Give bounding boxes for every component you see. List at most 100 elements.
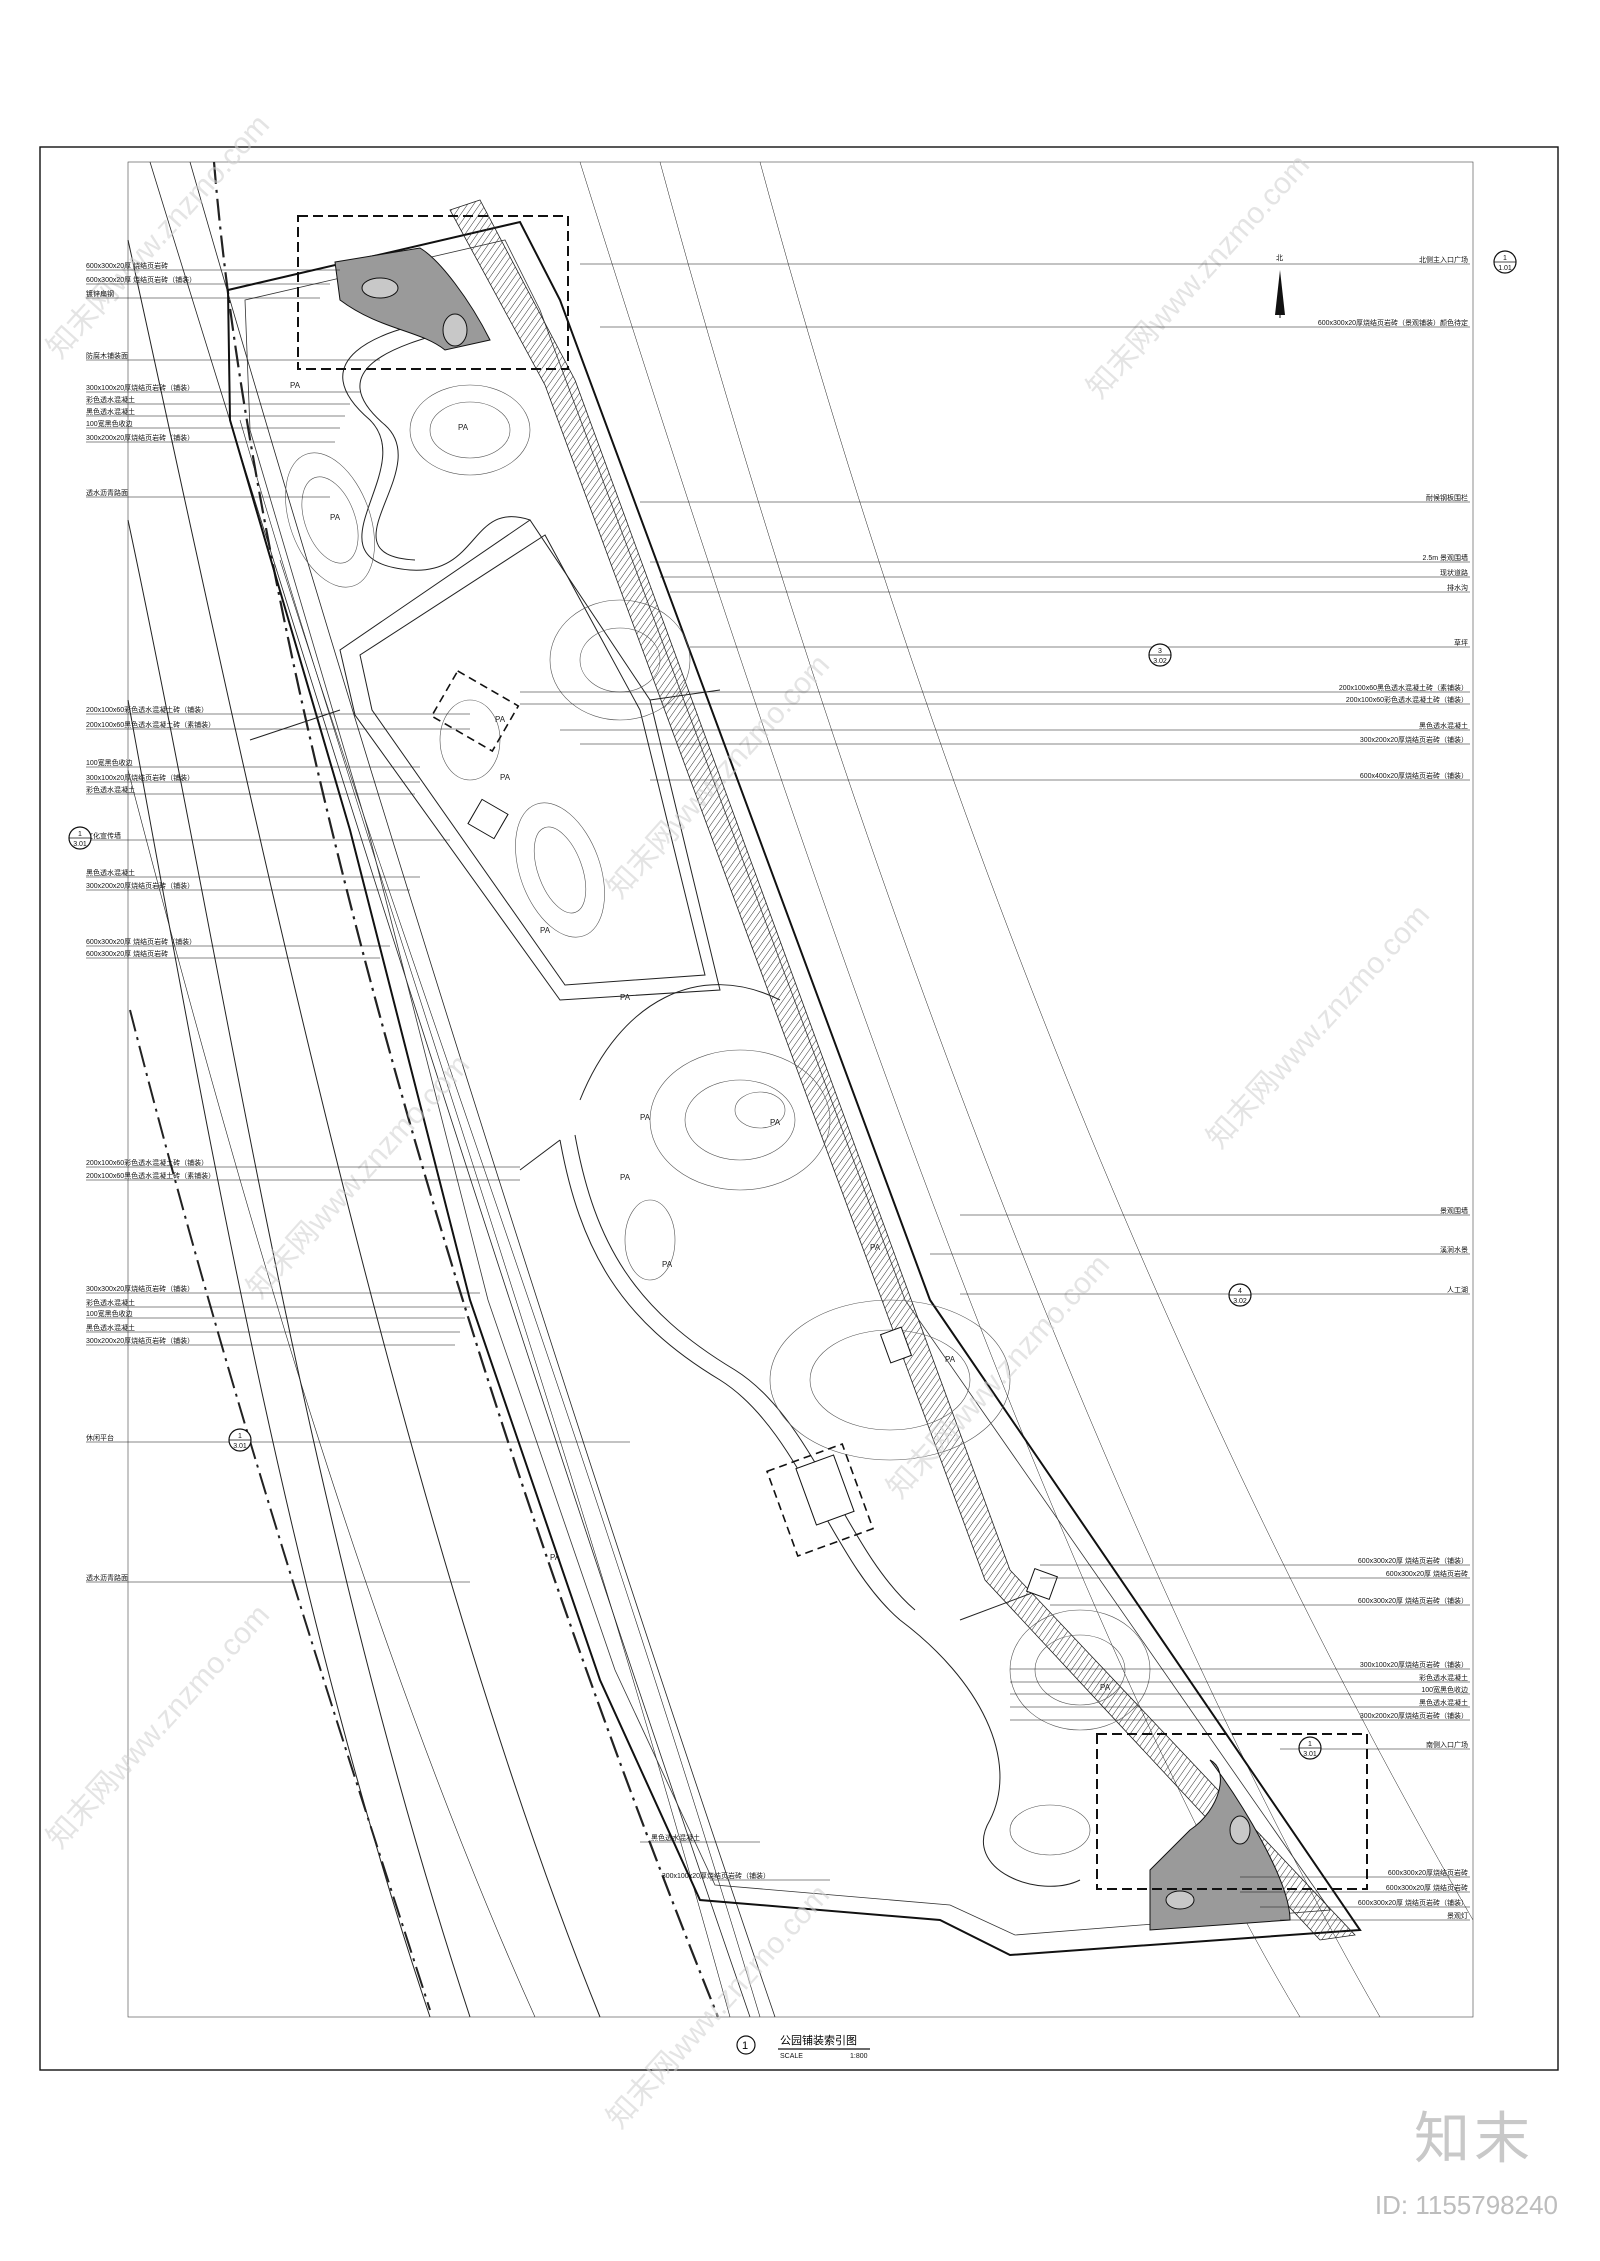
left-label: 600x300x20厚 烧结页岩砖（铺装） (86, 275, 196, 284)
right-label: 200x100x60黑色透水混凝土砖（素铺装） (1339, 683, 1468, 692)
left-label: 休闲平台 (86, 1433, 114, 1442)
left-label: 200x100x60黑色透水混凝土砖（素铺装） (86, 720, 215, 729)
left-label: 镀锌扁钢 (86, 289, 114, 298)
right-label: 600x400x20厚烧结页岩砖（铺装） (1360, 771, 1468, 780)
index-bubble-top: 1 (238, 1433, 242, 1440)
left-label: 彩色透水混凝土 (86, 1298, 135, 1307)
left-leader-group: 600x300x20厚 烧结页岩砖 600x300x20厚 烧结页岩砖（铺装） 镀锌… (86, 261, 630, 1583)
inner-border (127, 161, 1474, 2018)
left-label: 300x100x20厚烧结页岩砖（铺装） (86, 773, 194, 782)
brand-id: ID: 1155798240 (1374, 2190, 1558, 2220)
lawn-contours (285, 384, 1151, 1856)
left-label: 100宽黑色收边 (86, 1309, 133, 1318)
left-label: 200x100x60黑色透水混凝土砖（素铺装） (86, 1171, 215, 1180)
index-bubble-bottom: 3.01 (233, 1443, 247, 1450)
south-entrance-plaza (1096, 1733, 1368, 1931)
plant-area-label: PA (540, 926, 551, 935)
right-label: 溪涧水景 (1440, 1245, 1468, 1254)
right-label: 耐候钢板围栏 (1426, 493, 1468, 502)
right-label: 2.5m 景观围墙 (1422, 553, 1468, 562)
right-label: 600x300x20厚烧结页岩砖（景观铺装）颜色待定 (1318, 318, 1468, 327)
left-label: 600x300x20厚 烧结页岩砖 (86, 261, 168, 270)
plant-area-label: PA (770, 1118, 781, 1127)
right-label: 草坪 (1454, 638, 1468, 647)
plant-area-label: PA (550, 1553, 561, 1562)
right-label: 人工湖 (1447, 1285, 1468, 1294)
bottom-label: 300x100x20厚烧结页岩砖（铺装） (662, 1871, 770, 1880)
right-label: 600x300x20厚 烧结页岩砖（铺装） (1358, 1898, 1468, 1907)
index-bubble: 11.01 (1493, 250, 1517, 274)
left-label: 200x100x60彩色透水混凝土砖（铺装） (86, 1158, 208, 1167)
brand-logo-text: 知末 (1414, 2107, 1534, 2172)
plant-area-label: PA (330, 513, 341, 522)
right-label: 黑色透水混凝土 (1419, 721, 1468, 730)
left-label: 防腐木铺装面 (86, 351, 128, 360)
index-bubble-bottom: 3.01 (73, 841, 87, 848)
plant-area-label: PA (1100, 1683, 1111, 1692)
right-label: 排水沟 (1447, 583, 1468, 592)
left-label: 文化宣传墙 (86, 831, 121, 840)
right-label: 景观灯 (1447, 1911, 1468, 1920)
index-bubble-top: 3 (1158, 648, 1162, 655)
north-arrow: 北 (1275, 254, 1285, 318)
index-bubble-bottom: 1.01 (1498, 265, 1512, 272)
north-arrow-label: 北 (1276, 254, 1283, 262)
plant-area-label: PA (640, 1113, 651, 1122)
plant-area-label: PA (290, 381, 301, 390)
left-label: 彩色透水混凝土 (86, 785, 135, 794)
left-label: 100宽黑色收边 (86, 758, 133, 767)
index-bubble-bottom: 3.02 (1153, 658, 1167, 665)
plant-area-label: PA (500, 773, 511, 782)
left-label: 300x100x20厚烧结页岩砖（铺装） (86, 383, 194, 392)
left-label: 600x300x20厚 烧结页岩砖 (86, 949, 168, 958)
bottom-leader-group: 黑色透水混凝土 300x100x20厚烧结页岩砖（铺装） (640, 1833, 830, 1881)
north-entrance-plaza (297, 215, 569, 370)
right-label: 北侧主入口广场 (1419, 255, 1468, 264)
right-label: 600x300x20厚 烧结页岩砖（铺装） (1358, 1556, 1468, 1565)
left-label: 300x200x20厚烧结页岩砖（铺装） (86, 1336, 194, 1345)
index-bubble: 33.02 (1148, 643, 1172, 667)
left-label: 黑色透水混凝土 (86, 868, 135, 877)
right-label: 100宽黑色收边 (1421, 1685, 1468, 1694)
plant-area-label: PA (870, 1243, 881, 1252)
plant-area-label: PA (945, 1355, 956, 1364)
left-label: 300x200x20厚烧结页岩砖（铺装） (86, 881, 194, 890)
index-bubble-top: 4 (1238, 1288, 1242, 1295)
right-label: 200x100x60彩色透水混凝土砖（铺装） (1346, 695, 1468, 704)
left-label: 200x100x60彩色透水混凝土砖（铺装） (86, 705, 208, 714)
scale-label: SCALE (780, 2053, 803, 2060)
park-boundary-inner (244, 239, 1331, 1936)
right-label: 600x300x20厚 烧结页岩砖（铺装） (1358, 1596, 1468, 1605)
right-label: 彩色透水混凝土 (1419, 1673, 1468, 1682)
plant-area-label: PA (620, 993, 631, 1002)
left-label: 透水沥青路面 (86, 488, 128, 497)
index-bubble-bottom: 3.02 (1233, 1298, 1247, 1305)
left-label: 300x300x20厚烧结页岩砖（铺装） (86, 1284, 194, 1293)
plant-area-label: PA (458, 423, 469, 432)
left-label: 300x200x20厚烧结页岩砖（铺装） (86, 433, 194, 442)
right-label: 300x100x20厚烧结页岩砖（铺装） (1360, 1660, 1468, 1669)
index-bubble-top: 1 (1308, 1741, 1312, 1748)
bottom-label: 黑色透水混凝土 (651, 1833, 700, 1842)
right-label: 300x200x20厚烧结页岩砖（铺装） (1360, 735, 1468, 744)
left-label: 黑色透水混凝土 (86, 407, 135, 416)
index-bubble-top: 1 (1503, 255, 1507, 262)
boundary-hatch-strip (449, 199, 1356, 1941)
left-label: 黑色透水混凝土 (86, 1323, 135, 1332)
left-label: 600x300x20厚 烧结页岩砖（铺装） (86, 937, 196, 946)
index-bubble: 13.01 (68, 826, 92, 850)
plant-area-label: PA (495, 715, 506, 724)
right-label: 600x300x20厚烧结页岩砖 (1388, 1868, 1468, 1877)
right-label: 黑色透水混凝土 (1419, 1698, 1468, 1707)
garden-paths (249, 319, 1081, 1887)
index-bubble: 43.02 (1228, 1283, 1252, 1307)
scale-value: 1:800 (850, 2053, 868, 2060)
index-bubble: 13.01 (228, 1428, 252, 1452)
drawing-title: 公园铺装索引图 (780, 2033, 857, 2047)
right-label: 现状道路 (1440, 568, 1468, 577)
index-bubble-bottom: 3.01 (1303, 1751, 1317, 1758)
